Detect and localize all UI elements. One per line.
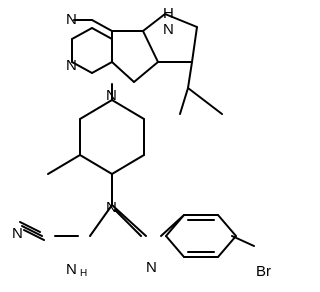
- bond: [217, 214, 237, 237]
- atom-h: H: [80, 268, 87, 279]
- bond: [71, 27, 93, 40]
- bond: [23, 229, 45, 241]
- bond: [114, 209, 142, 237]
- bond: [164, 13, 198, 28]
- bond: [79, 99, 113, 120]
- bond: [71, 61, 93, 74]
- bond: [165, 235, 185, 258]
- pyrrolopyrimidine-core: [71, 13, 223, 115]
- bond: [19, 221, 41, 233]
- bond: [89, 204, 113, 237]
- bond: [111, 204, 147, 237]
- bond: [91, 61, 113, 74]
- cyanoguanidine-and-bromophenyl: [19, 204, 255, 258]
- bond: [217, 235, 237, 258]
- atom-n: N: [106, 199, 117, 216]
- bond: [191, 26, 198, 63]
- bond: [165, 214, 185, 237]
- chemical-structure-diagram: N N H N N N N N H N Br: [12, 5, 271, 280]
- bond: [142, 13, 166, 32]
- bond: [187, 61, 193, 89]
- atom-n: N: [66, 11, 77, 28]
- bond: [179, 87, 189, 115]
- bond: [231, 235, 255, 247]
- piperazine-ring: [47, 83, 145, 206]
- bond: [133, 61, 159, 83]
- bond: [79, 154, 113, 175]
- atom-n: N: [12, 225, 23, 242]
- atom-n: N: [66, 57, 77, 74]
- atom-br: Br: [256, 263, 271, 280]
- atom-n: N: [146, 259, 157, 276]
- atom-n: N: [163, 21, 174, 38]
- bond: [91, 27, 113, 40]
- atom-n: N: [106, 87, 117, 104]
- bond: [142, 30, 159, 63]
- atom-h: H: [163, 5, 174, 22]
- bond: [111, 99, 145, 120]
- bond: [21, 225, 43, 237]
- bond: [47, 154, 81, 175]
- bond: [91, 19, 113, 32]
- bond: [187, 87, 223, 115]
- bond: [111, 61, 135, 83]
- bond: [111, 154, 145, 175]
- atom-n: N: [66, 261, 77, 278]
